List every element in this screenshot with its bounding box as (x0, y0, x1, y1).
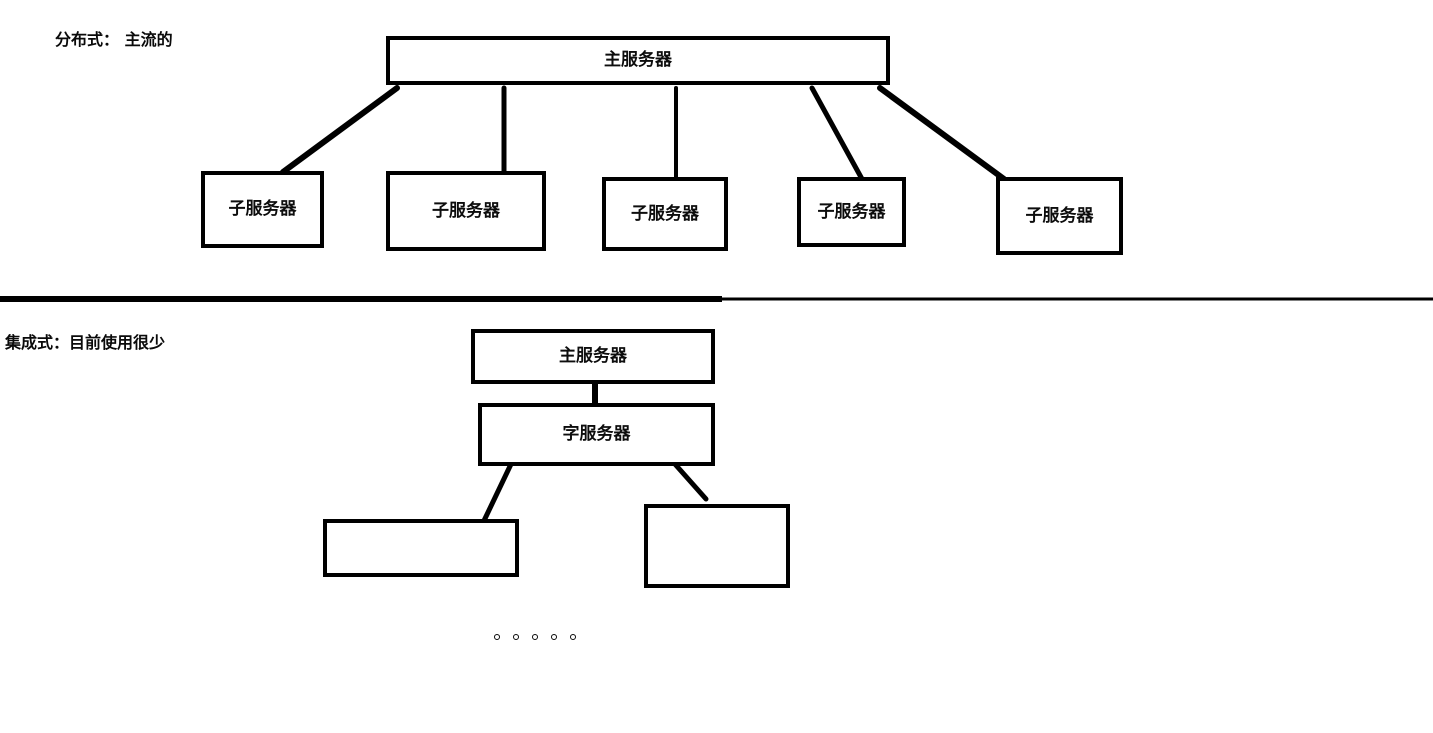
distributed-child-server-node-2[interactable]: 子服务器 (386, 171, 546, 251)
node-label: 子服务器 (817, 201, 886, 222)
ellipsis-dot (513, 634, 519, 640)
ellipsis-dot (570, 634, 576, 640)
ellipsis-dot (551, 634, 557, 640)
node-label: 子服务器 (228, 199, 297, 219)
connector-root-to-child-4 (809, 85, 865, 182)
distributed-child-server-node-3[interactable]: 子服务器 (602, 177, 728, 251)
connector-root-to-child-5 (877, 85, 1007, 182)
integrated-leaf-node-1[interactable] (323, 519, 519, 577)
ellipsis-dot (494, 634, 500, 640)
connector-sub-to-leaf-1 (478, 459, 515, 530)
node-label: 字服务器 (562, 424, 631, 444)
integrated-sub-server-node[interactable]: 字服务器 (478, 403, 715, 466)
integrated-leaf-node-2[interactable] (644, 504, 790, 588)
distributed-main-server-node[interactable]: 主服务器 (386, 36, 890, 85)
integrated-main-server-node[interactable]: 主服务器 (471, 329, 715, 384)
connector-root-to-child-1 (280, 85, 400, 175)
node-label: 主服务器 (559, 346, 627, 366)
section-label-distributed: 分布式： 主流的 (55, 30, 173, 49)
ellipsis-dot (532, 634, 538, 640)
distributed-child-server-node-1[interactable]: 子服务器 (201, 171, 324, 248)
connector-sub-to-leaf-2 (671, 460, 709, 502)
distributed-child-server-node-4[interactable]: 子服务器 (797, 177, 906, 247)
node-label: 子服务器 (432, 200, 500, 221)
distributed-child-server-node-5[interactable]: 子服务器 (996, 177, 1123, 255)
node-label: 子服务器 (631, 203, 699, 224)
node-label: 主服务器 (604, 50, 672, 70)
node-label: 子服务器 (1025, 205, 1094, 226)
ellipsis-dots (494, 634, 589, 640)
section-label-integrated: 集成式：目前使用很少 (5, 333, 166, 352)
